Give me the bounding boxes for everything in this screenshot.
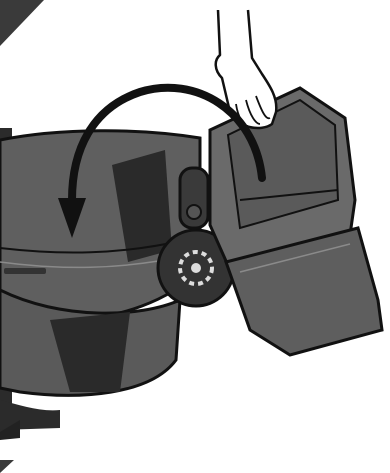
corner-marker-top <box>0 0 44 46</box>
seat-slot <box>4 268 46 274</box>
fold-joint <box>180 168 208 228</box>
corner-marker-bottom <box>0 460 14 473</box>
canopy-panel <box>210 88 382 355</box>
